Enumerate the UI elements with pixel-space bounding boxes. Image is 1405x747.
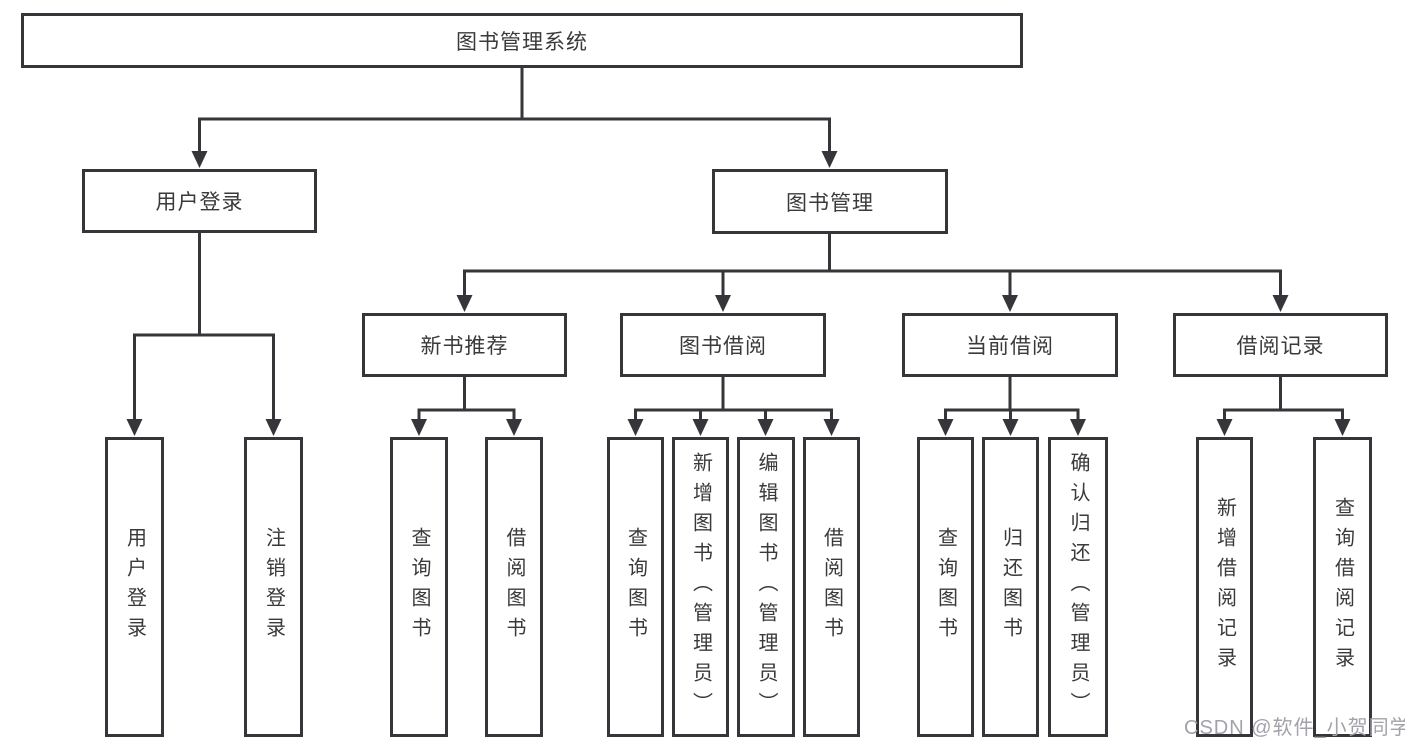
leaf-confirm-return-admin-label: 确认归还（管理员） bbox=[1067, 452, 1089, 722]
leaf-edit-book-admin: 编辑图书（管理员） bbox=[737, 437, 795, 737]
node-book-management-label: 图书管理 bbox=[786, 191, 874, 215]
node-book-management: 图书管理 bbox=[712, 169, 948, 234]
leaf-query-borrow-record: 查询借阅记录 bbox=[1313, 437, 1372, 737]
node-book-borrowing: 图书借阅 bbox=[620, 313, 826, 377]
node-borrowing-records-label: 借阅记录 bbox=[1236, 335, 1325, 358]
csdn-watermark: CSDN @软件_小贺同学 bbox=[1184, 717, 1405, 739]
leaf-user-login-label: 用户登录 bbox=[123, 527, 146, 647]
leaf-add-book-admin-label: 新增图书（管理员） bbox=[689, 452, 712, 722]
node-user-login-label: 用户登录 bbox=[155, 191, 244, 214]
node-current-borrowing: 当前借阅 bbox=[902, 313, 1118, 377]
node-current-borrowing-label: 当前借阅 bbox=[966, 335, 1054, 358]
leaf-query-borrow-record-label: 查询借阅记录 bbox=[1331, 497, 1354, 677]
leaf-query-book-3: 查询图书 bbox=[917, 437, 974, 737]
leaf-borrow-book-2: 借阅图书 bbox=[803, 437, 860, 737]
leaf-confirm-return-admin: 确认归还（管理员） bbox=[1048, 437, 1108, 737]
leaf-return-book: 归还图书 bbox=[982, 437, 1039, 737]
leaf-query-book-1-label: 查询图书 bbox=[408, 527, 430, 647]
leaf-add-book-admin: 新增图书（管理员） bbox=[672, 437, 729, 737]
node-book-borrowing-label: 图书借阅 bbox=[679, 335, 767, 358]
leaf-add-borrow-record: 新增借阅记录 bbox=[1196, 437, 1253, 737]
leaf-add-borrow-record-label: 新增借阅记录 bbox=[1213, 497, 1236, 677]
leaf-borrow-book-2-label: 借阅图书 bbox=[820, 527, 843, 647]
leaf-logout-label: 注销登录 bbox=[262, 527, 285, 647]
node-borrowing-records: 借阅记录 bbox=[1173, 313, 1388, 377]
leaf-query-book-2-label: 查询图书 bbox=[624, 527, 647, 647]
node-root-label: 图书管理系统 bbox=[456, 30, 588, 54]
node-user-login: 用户登录 bbox=[82, 169, 317, 233]
leaf-borrow-book-1-label: 借阅图书 bbox=[503, 527, 525, 647]
leaf-query-book-1: 查询图书 bbox=[390, 437, 448, 737]
leaf-edit-book-admin-label: 编辑图书（管理员） bbox=[755, 452, 777, 722]
node-root: 图书管理系统 bbox=[21, 13, 1023, 68]
leaf-return-book-label: 归还图书 bbox=[999, 527, 1022, 647]
node-new-book-recommend-label: 新书推荐 bbox=[420, 335, 509, 358]
leaf-logout: 注销登录 bbox=[244, 437, 303, 737]
leaf-query-book-3-label: 查询图书 bbox=[934, 527, 957, 647]
leaf-query-book-2: 查询图书 bbox=[607, 437, 664, 737]
node-new-book-recommend: 新书推荐 bbox=[362, 313, 567, 377]
leaf-user-login: 用户登录 bbox=[105, 437, 164, 737]
leaf-borrow-book-1: 借阅图书 bbox=[485, 437, 543, 737]
